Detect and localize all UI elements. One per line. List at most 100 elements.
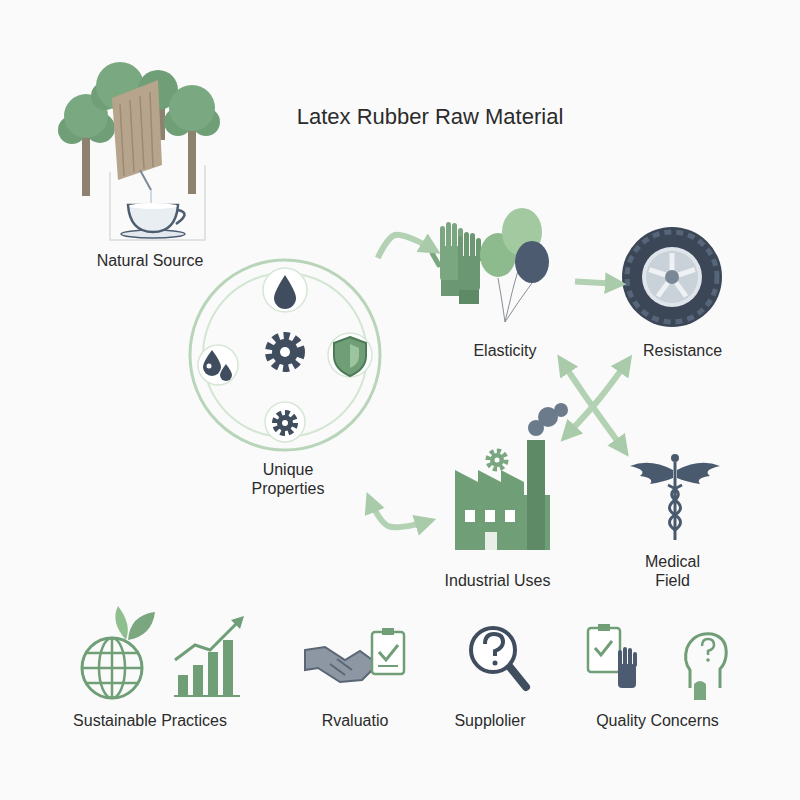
gloves-balloons-icon-part <box>440 226 445 252</box>
concept-node: Industrial Uses <box>430 435 565 590</box>
factory-icon-part <box>490 453 504 467</box>
properties-ring-part <box>350 344 359 368</box>
concept-node: Resistance <box>620 215 745 360</box>
quality-icon-part <box>633 652 637 667</box>
node-label: Industrial Uses <box>445 571 551 590</box>
gloves-balloons-icon-part <box>515 241 549 283</box>
tree-illustration-part <box>128 205 178 232</box>
node-label: Resistance <box>643 341 722 360</box>
tree-illustration-part <box>140 170 151 190</box>
factory-icon-part <box>527 440 545 550</box>
factory-icon-part <box>485 532 497 550</box>
factory-icon-part <box>554 403 568 417</box>
magnifier-icon-part <box>471 628 515 672</box>
concept-node: Elasticity <box>435 195 575 360</box>
node-label: Rvaluatio <box>322 711 389 730</box>
tree-illustration <box>58 62 220 240</box>
tree-illustration-part <box>120 92 153 176</box>
globe-chart-icon-part <box>82 638 142 698</box>
quality-icon-part <box>694 681 706 700</box>
gloves-balloons-icon-part <box>429 250 442 268</box>
handshake-clipboard-icon-part <box>378 665 398 667</box>
handshake-clipboard-icon-part <box>379 645 398 660</box>
properties-ring-part <box>282 420 288 426</box>
quality-icon-part <box>686 634 727 688</box>
tree-illustration-part <box>129 203 177 209</box>
handshake-clipboard-icon-part <box>330 659 352 675</box>
handshake-clipboard-icon <box>305 628 404 682</box>
concept-node: Rvaluatio <box>300 600 410 730</box>
tire-icon-part <box>665 270 679 284</box>
quality-icon-part <box>588 628 620 672</box>
globe-chart-icon-part <box>115 606 127 640</box>
quality-icon-part <box>595 641 612 655</box>
tree-illustration-part <box>112 80 162 180</box>
tire-icon-part <box>622 227 722 327</box>
factory-icon-part <box>465 510 475 522</box>
gloves-balloons-icon-part <box>446 222 451 252</box>
properties-ring-part <box>272 339 298 365</box>
quality-icon-part <box>702 639 714 655</box>
connector-arrow <box>565 360 628 437</box>
gloves-balloons-icon <box>429 208 549 322</box>
caduceus-icon-part <box>630 463 673 484</box>
magnifier-icon-part <box>493 661 498 666</box>
factory-icon-part <box>505 510 515 522</box>
caduceus-icon-part <box>671 454 679 462</box>
properties-ring-part <box>263 268 307 312</box>
connector-arrow <box>378 235 435 258</box>
tire-icon <box>622 227 722 327</box>
magnifier-icon-part <box>485 634 503 656</box>
gloves-balloons-icon-part <box>459 290 479 304</box>
tree-illustration-part <box>150 190 152 204</box>
globe-chart-icon-part <box>231 616 244 629</box>
properties-ring-part <box>269 336 301 368</box>
properties-ring-part <box>265 402 305 442</box>
gloves-balloons-icon-part <box>458 236 463 262</box>
tree-illustration-part <box>176 210 185 224</box>
node-label: Quality Concerns <box>596 711 719 730</box>
factory-icon-part <box>455 470 524 495</box>
factory-icon-part <box>495 458 500 463</box>
properties-ring-part <box>190 260 380 450</box>
quality-icon-part <box>623 647 627 667</box>
handshake-clipboard-icon-part <box>382 628 394 635</box>
magnifier-icon-part <box>509 666 526 687</box>
quality-icon-part <box>628 648 632 667</box>
tire-icon-part <box>627 232 717 322</box>
globe-chart-icon-part <box>175 624 236 660</box>
globe-chart-icon-part <box>128 612 155 640</box>
node-label: Unique Properties <box>238 460 338 498</box>
properties-ring-part <box>203 350 221 376</box>
handshake-clipboard-icon-part <box>305 647 378 682</box>
factory-icon-part <box>488 451 506 469</box>
properties-ring-part <box>280 347 290 357</box>
concept-node: Unique Properties <box>188 258 388 498</box>
tire-icon-part <box>649 253 695 296</box>
connector-arrow <box>369 498 430 527</box>
factory-icon-part <box>485 510 495 522</box>
quality-icon-part <box>706 658 710 662</box>
quality-icon-part <box>618 650 622 668</box>
concept-node: Natural Source <box>60 55 240 270</box>
globe-chart-icon-part <box>208 652 218 695</box>
globe-chart-icon <box>82 606 244 698</box>
globe-chart-icon-part <box>223 640 233 695</box>
factory-icon <box>455 403 568 550</box>
quality-icon <box>588 624 726 700</box>
caduceus-icon <box>630 454 720 540</box>
node-label: Medical Field <box>633 552 713 590</box>
node-label: Supplolier <box>454 711 525 730</box>
concept-node: Sustainable Practices <box>55 600 245 730</box>
tire-icon-part <box>642 247 702 307</box>
properties-ring-part <box>220 364 232 381</box>
node-label: Natural Source <box>97 251 204 270</box>
properties-ring-part <box>207 364 212 369</box>
properties-ring-part <box>334 337 366 376</box>
properties-ring-part <box>198 345 238 385</box>
handshake-clipboard-icon-part <box>372 632 404 674</box>
properties-ring-part <box>328 333 372 377</box>
globe-chart-icon-part <box>193 665 203 695</box>
